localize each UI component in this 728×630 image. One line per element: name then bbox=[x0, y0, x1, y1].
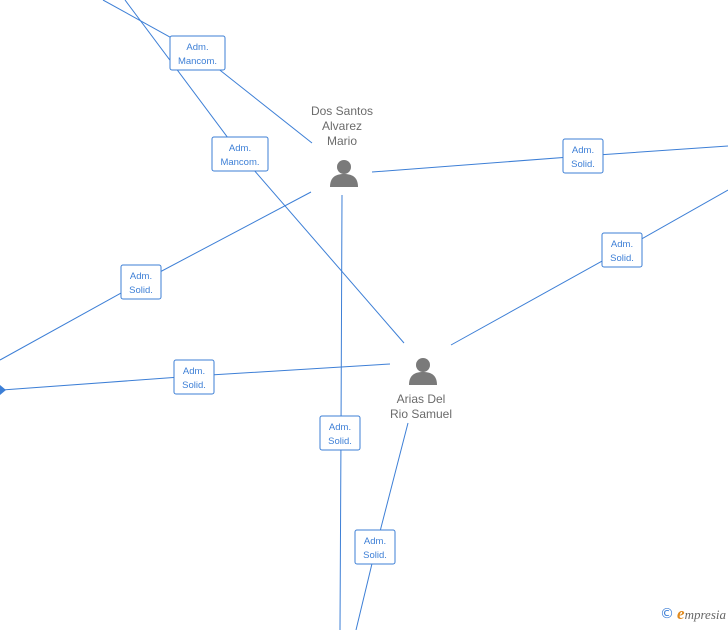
person-node[interactable]: Arias Del Rio Samuel bbox=[390, 358, 452, 421]
edge bbox=[102, 0, 313, 144]
edge bbox=[355, 422, 409, 630]
relation-type: Solid. bbox=[182, 380, 206, 391]
relation-type: Solid. bbox=[610, 253, 634, 264]
relation-role: Adm. bbox=[364, 536, 386, 547]
relation-role: Adm. bbox=[130, 271, 152, 282]
person-icon bbox=[330, 160, 358, 187]
relation-type: Mancom. bbox=[220, 157, 259, 168]
relation-label[interactable]: Adm. Solid. bbox=[562, 138, 604, 174]
person-name-line: Rio Samuel bbox=[390, 407, 452, 421]
relation-label[interactable]: Adm. Solid. bbox=[173, 359, 215, 395]
brand-footer: © empresia bbox=[660, 604, 726, 624]
relation-type: Mancom. bbox=[178, 56, 217, 67]
person-name-line: Dos Santos bbox=[311, 104, 373, 118]
relation-role: Adm. bbox=[183, 366, 205, 377]
edge bbox=[371, 145, 728, 173]
person-name-line: Alvarez bbox=[322, 119, 362, 133]
relation-type: Solid. bbox=[129, 285, 153, 296]
relation-type: Solid. bbox=[571, 159, 595, 170]
relation-type: Solid. bbox=[363, 550, 387, 561]
arrow-head bbox=[0, 385, 6, 395]
relation-label[interactable]: Adm. Solid. bbox=[319, 415, 361, 451]
person-name-line: Mario bbox=[327, 134, 357, 148]
relation-role: Adm. bbox=[229, 143, 251, 154]
relation-label[interactable]: Adm. Mancom. bbox=[211, 136, 269, 172]
relation-label[interactable]: Adm. Solid. bbox=[354, 529, 396, 565]
person-node[interactable]: Dos Santos Alvarez Mario bbox=[311, 104, 373, 187]
person-icon bbox=[409, 358, 437, 385]
relation-role: Adm. bbox=[572, 145, 594, 156]
person-name-line: Arias Del bbox=[397, 392, 446, 406]
relation-role: Adm. bbox=[186, 42, 208, 53]
relation-type: Solid. bbox=[328, 436, 352, 447]
relation-label[interactable]: Adm. Mancom. bbox=[169, 35, 226, 71]
relation-label[interactable]: Adm. Solid. bbox=[120, 264, 162, 300]
relation-role: Adm. bbox=[611, 239, 633, 250]
brand-logo: empresia bbox=[677, 604, 726, 623]
relation-role: Adm. bbox=[329, 422, 351, 433]
edge bbox=[339, 194, 343, 630]
copyright-icon: © bbox=[660, 606, 675, 622]
relation-label[interactable]: Adm. Solid. bbox=[601, 232, 643, 268]
edge bbox=[450, 189, 728, 346]
